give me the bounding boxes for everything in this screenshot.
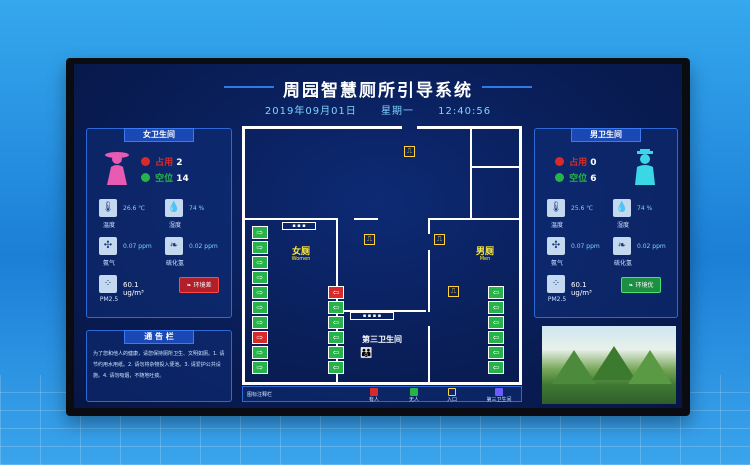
leaf-icon: ❧ <box>165 237 183 255</box>
notice-text: 为了您和他人的健康，请您保持厕所卫生、文明如厕。1. 请节约用水用纸。2. 请勿… <box>93 351 225 379</box>
occupied-icon <box>370 388 378 396</box>
dashboard-screen: 周园智慧厕所引导系统 2019年09月01日 星期一 12:40:56 女卫生间… <box>74 64 682 408</box>
female-ammonia-sensor: ✣ 0.07 ppm 氨气 <box>99 237 159 267</box>
male-figure-icon <box>635 149 655 185</box>
female-stall-7: ⇨ <box>252 316 268 329</box>
female-env-badge: ❧ 环境差 <box>179 277 219 293</box>
main-entrance-icon: ⎍ <box>404 146 415 157</box>
female-figure-icon <box>105 152 129 185</box>
female-stall-3: ⇨ <box>252 256 268 269</box>
notice-title: 通 告 栏 <box>124 330 194 344</box>
page-title: 周园智慧厕所引导系统 <box>283 81 473 101</box>
female-panel-title: 女卫生间 <box>124 128 194 142</box>
female-h2s-sensor: ❧ 0.02 ppm 硫化氢 <box>165 237 225 267</box>
vacant-icon <box>410 388 418 396</box>
male-entrance-icon: ⎍ <box>434 234 445 245</box>
leaf-icon: ❧ <box>186 282 194 289</box>
title-decor-right <box>482 86 532 88</box>
datetime-bar: 2019年09月01日 星期一 12:40:56 <box>74 102 682 117</box>
female-stall-15: ⇦ <box>328 346 344 359</box>
third-room-sinks: ▪ ▪ ▪ ▪ <box>350 312 394 320</box>
display-monitor: 周园智慧厕所引导系统 2019年09月01日 星期一 12:40:56 女卫生间… <box>66 58 690 416</box>
thermometer-icon: 🌡 <box>547 199 565 217</box>
female-restroom-panel: 女卫生间 占用 2 空位 14 🌡 26.6 ℃ 温度 <box>86 128 232 318</box>
male-stall-4: ⇦ <box>488 331 504 344</box>
legend-bar: 图标注释栏 有人 无人 入口 第三卫生间 <box>242 386 522 403</box>
female-stall-4: ⇨ <box>252 271 268 284</box>
female-vacant-status: 空位 14 <box>141 171 189 184</box>
female-sinks: ▪ ▪ ▪ <box>282 222 316 230</box>
male-room-label: 男厕 <box>475 247 494 257</box>
ammonia-icon: ✣ <box>547 237 565 255</box>
third-room-label: 第三卫生间 <box>362 335 402 344</box>
female-stall-8: ⇨ <box>252 331 268 344</box>
notice-board: 通 告 栏 为了您和他人的健康，请您保持厕所卫生、文明如厕。1. 请节约用水用纸… <box>86 330 232 402</box>
male-stall-2: ⇦ <box>488 301 504 314</box>
humidity-icon: 💧 <box>613 199 631 217</box>
male-restroom-panel: 男卫生间 占用 0 空位 6 🌡 25.6 ℃ 温度 <box>534 128 678 318</box>
male-room-sublabel: Men <box>479 256 491 262</box>
leaf-icon: ❧ <box>613 237 631 255</box>
weekday-text: 星期一 <box>380 106 414 117</box>
vacant-dot-icon <box>555 173 564 182</box>
female-stall-16: ⇦ <box>328 361 344 374</box>
male-stall-3: ⇦ <box>488 316 504 329</box>
female-stall-1: ⇨ <box>252 226 268 239</box>
male-env-badge: ❧ 环境优 <box>621 277 661 293</box>
female-pm25-sensor: ⁘ 60.1 ug/m³ PM2.5 <box>99 275 159 305</box>
male-temperature-sensor: 🌡 25.6 ℃ 温度 <box>547 199 607 229</box>
male-humidity-sensor: 💧 74 % 湿度 <box>613 199 673 229</box>
female-stall-11: ⇦ <box>328 286 344 299</box>
family-icon: 👪 <box>360 348 373 359</box>
legend-entrance: 入口 <box>439 388 465 403</box>
female-room-sublabel: Women <box>291 256 311 262</box>
female-room-label: 女厕 <box>291 247 310 257</box>
legend-vacant: 无人 <box>401 388 427 403</box>
legend-third-room: 第三卫生间 <box>481 388 517 403</box>
time-text: 12:40:56 <box>438 106 492 117</box>
female-stall-13: ⇦ <box>328 316 344 329</box>
female-stall-12: ⇦ <box>328 301 344 314</box>
occupied-dot-icon <box>141 157 150 166</box>
particles-icon: ⁘ <box>547 275 565 293</box>
female-stall-9: ⇨ <box>252 346 268 359</box>
male-stall-5: ⇦ <box>488 346 504 359</box>
male-ammonia-sensor: ✣ 0.07 ppm 氨气 <box>547 237 607 267</box>
humidity-icon: 💧 <box>165 199 183 217</box>
female-stall-14: ⇦ <box>328 331 344 344</box>
ammonia-icon: ✣ <box>99 237 117 255</box>
floor-plan: ⇨ ⇨ ⇨ ⇨ ⇨ ⇨ ⇨ ⇨ ⇨ ⇨ ⇦ ⇦ ⇦ ⇦ ⇦ ⇦ ⇦ ⇦ ⇦ ⇦ … <box>242 126 522 388</box>
male-panel-title: 男卫生间 <box>571 128 641 142</box>
female-entrance-icon: ⎍ <box>364 234 375 245</box>
female-occupied-status: 占用 2 <box>141 155 183 168</box>
male-h2s-sensor: ❧ 0.02 ppm 硫化氢 <box>613 237 673 267</box>
particles-icon: ⁘ <box>99 275 117 293</box>
female-stall-6: ⇨ <box>252 301 268 314</box>
male-pm25-sensor: ⁘ 60.1 ug/m³ PM2.5 <box>547 275 607 305</box>
female-stall-5: ⇨ <box>252 286 268 299</box>
legend-occupied: 有人 <box>361 388 387 403</box>
male-stall-1: ⇦ <box>488 286 504 299</box>
third-room-entrance-icon: ⎍ <box>448 286 459 297</box>
female-stall-10: ⇨ <box>252 361 268 374</box>
vacant-dot-icon <box>141 173 150 182</box>
thermometer-icon: 🌡 <box>99 199 117 217</box>
female-temperature-sensor: 🌡 26.6 ℃ 温度 <box>99 199 159 229</box>
female-stall-2: ⇨ <box>252 241 268 254</box>
occupied-dot-icon <box>555 157 564 166</box>
landscape-photo <box>542 326 676 404</box>
male-occupied-status: 占用 0 <box>555 155 597 168</box>
leaf-icon: ❧ <box>628 282 636 289</box>
entrance-icon <box>448 388 456 396</box>
family-room-icon <box>495 388 503 396</box>
date-text: 2019年09月01日 <box>264 106 357 117</box>
legend-title: 图标注释栏 <box>247 392 273 398</box>
male-stall-6: ⇦ <box>488 361 504 374</box>
male-vacant-status: 空位 6 <box>555 171 597 184</box>
title-decor-left <box>224 86 274 88</box>
female-humidity-sensor: 💧 74 % 湿度 <box>165 199 225 229</box>
